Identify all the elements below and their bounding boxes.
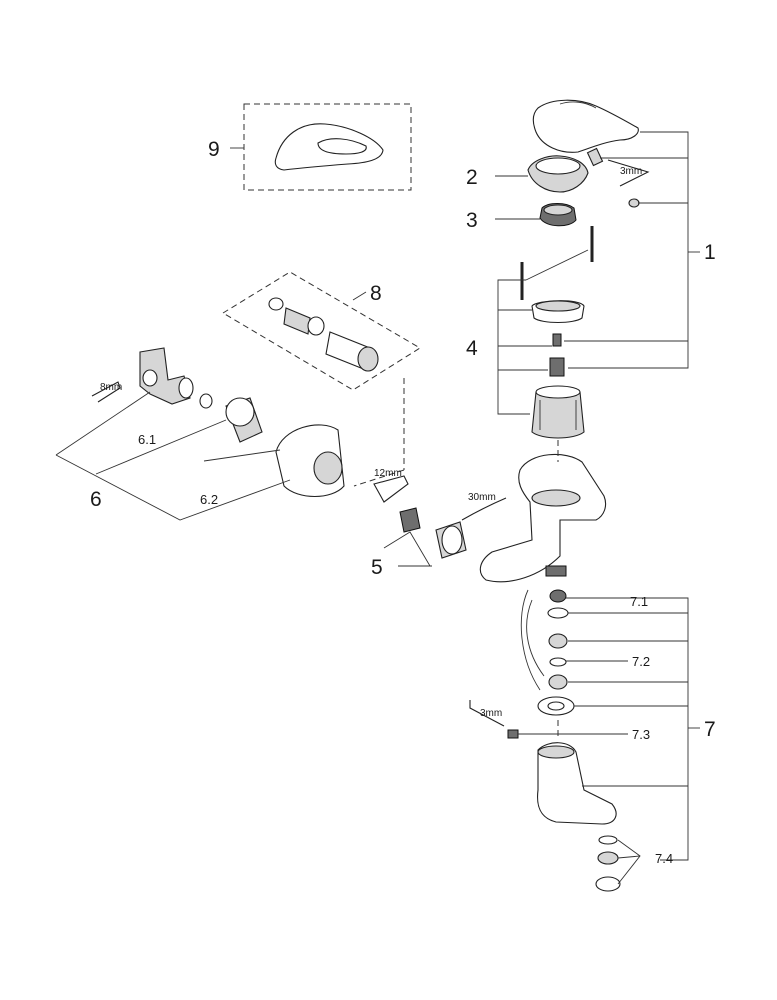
spout-adapter — [548, 674, 568, 690]
spout-body — [536, 742, 617, 825]
part-8-washer — [268, 297, 284, 311]
hex-key-3mm-top — [607, 159, 650, 187]
part-9-frame — [243, 103, 412, 191]
callout-1: 1 — [704, 241, 716, 264]
spout-gasket — [549, 657, 567, 667]
part-4-cartridge-group: 4 — [466, 226, 594, 439]
tee-fitting — [139, 347, 191, 405]
aerator-housing — [595, 876, 621, 892]
callout-6: 6 — [90, 488, 102, 511]
bracket-1: 1 — [564, 131, 716, 369]
part-5-connector-group: 12mm 30mm 5 — [371, 468, 507, 579]
hex-key-top-size: 3mm — [620, 166, 642, 177]
callout-7: 7 — [704, 718, 716, 741]
callout-2: 2 — [466, 166, 478, 189]
callout-7-3: 7.3 — [632, 727, 650, 742]
aerator-insert — [597, 851, 619, 865]
callout-9: 9 — [208, 138, 220, 161]
cartridge-spindle — [549, 357, 565, 377]
hex-key-spout-size: 3mm — [480, 708, 502, 719]
lever-set-screw — [586, 147, 604, 167]
aerator-seal — [598, 835, 618, 845]
spout-grub-screw — [507, 729, 519, 739]
lever-handle — [532, 99, 639, 153]
hex-key-12mm — [373, 475, 409, 503]
hex-key-middle-size: 12mm — [374, 468, 402, 479]
callout-7-2: 7.2 — [632, 654, 650, 669]
part-3-adapter-group: 3 — [466, 203, 577, 232]
mixer-body-top-opening — [531, 489, 581, 507]
callout-7-4: 7.4 — [655, 851, 673, 866]
part-8-nipple — [283, 307, 311, 335]
part-6-washer — [199, 393, 213, 409]
mixer-body-group — [479, 453, 607, 583]
mixer-body — [479, 453, 607, 583]
callout-8: 8 — [370, 282, 382, 305]
part-2-cap-group: 2 — [466, 155, 589, 193]
part-6-connection-group: 8mm 6.1 6.2 6 — [55, 347, 345, 521]
callout-4: 4 — [466, 337, 478, 360]
hex-key-left-size: 8mm — [100, 382, 122, 393]
lever-cap-plug — [628, 198, 640, 208]
callout-6-1: 6.1 — [138, 432, 156, 447]
spout-seal — [547, 607, 569, 619]
part-1-lever-group: 3mm — [532, 99, 650, 208]
mixer-outlet-thread — [545, 565, 567, 577]
part-5-nipple — [399, 507, 421, 533]
callout-3: 3 — [466, 209, 478, 232]
spanner-size: 30mm — [468, 492, 496, 503]
part-8-extension-group: 8 — [222, 271, 421, 487]
spout-o-ring — [549, 589, 567, 603]
part-9-lever-loop — [317, 138, 367, 155]
cartridge-small-screw — [552, 333, 562, 347]
cartridge-body — [531, 391, 585, 439]
part-9-alt-lever-group: 9 — [208, 103, 412, 191]
hex-key-3mm-spout — [469, 700, 505, 727]
part-7-spout-group: 3mm 7.1 7.2 7.3 7.4 7 — [469, 589, 716, 892]
hex-key-8mm — [91, 381, 121, 403]
callout-6-2: 6.2 — [200, 492, 218, 507]
callout-5: 5 — [371, 556, 383, 579]
part-8-frame — [222, 271, 421, 391]
spout-insert — [548, 633, 568, 649]
callout-7-1: 7.1 — [630, 594, 648, 609]
spanner-30mm — [461, 497, 507, 521]
